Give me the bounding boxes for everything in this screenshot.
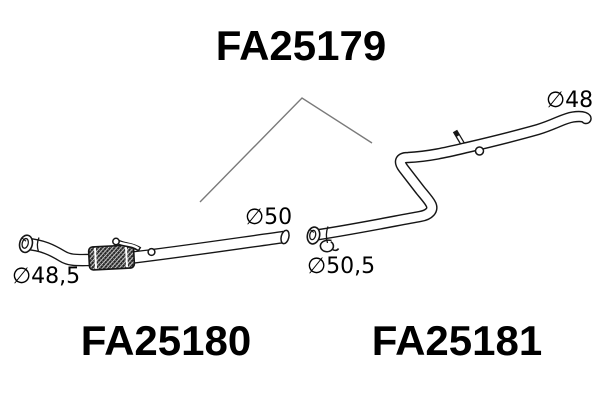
flex-coupling	[87, 244, 136, 271]
pipe-body-fill	[311, 112, 591, 240]
mounting-nub	[147, 247, 156, 257]
pipe-drawing-fa25180	[18, 229, 290, 271]
assembly-code-label: FA25179	[216, 22, 386, 69]
flex-coupling-mesh	[87, 244, 136, 271]
front-diameter-label-fa25180: ∅48,5	[12, 264, 80, 289]
clip-hook	[319, 239, 340, 253]
flex-coupling-right-ring	[124, 246, 129, 268]
part-code-label-fa25181: FA25181	[372, 317, 542, 364]
hanger-bracket-eye	[112, 237, 120, 246]
mouth-ring-line	[325, 226, 329, 244]
mounting-ring	[474, 146, 485, 156]
assembly-leader-line	[199, 97, 373, 203]
mouth-slot-mark	[21, 237, 27, 242]
flex-coupling-left-ring	[93, 247, 98, 269]
front-diameter-label-fa25181: ∅50,5	[307, 254, 375, 279]
rear-diameter-label-fa25180: ∅50	[245, 205, 292, 230]
mouth-ring-line	[36, 237, 40, 252]
pipe-front-mouth	[306, 226, 329, 245]
hanger-bracket	[112, 237, 142, 252]
mouth-inner-bore	[21, 237, 29, 249]
mouth-inner-bore	[309, 229, 317, 241]
pipe-rear-end-rim	[280, 229, 290, 245]
rear-diameter-label-fa25181: ∅48	[546, 88, 593, 113]
pipe-front-mouth	[18, 234, 40, 254]
hanger-bracket-rod-fill	[117, 241, 140, 250]
part-code-label-fa25180: FA25180	[81, 317, 251, 364]
pipe-drawing-fa25181	[306, 110, 592, 253]
mouth-slot-mark	[309, 229, 315, 233]
